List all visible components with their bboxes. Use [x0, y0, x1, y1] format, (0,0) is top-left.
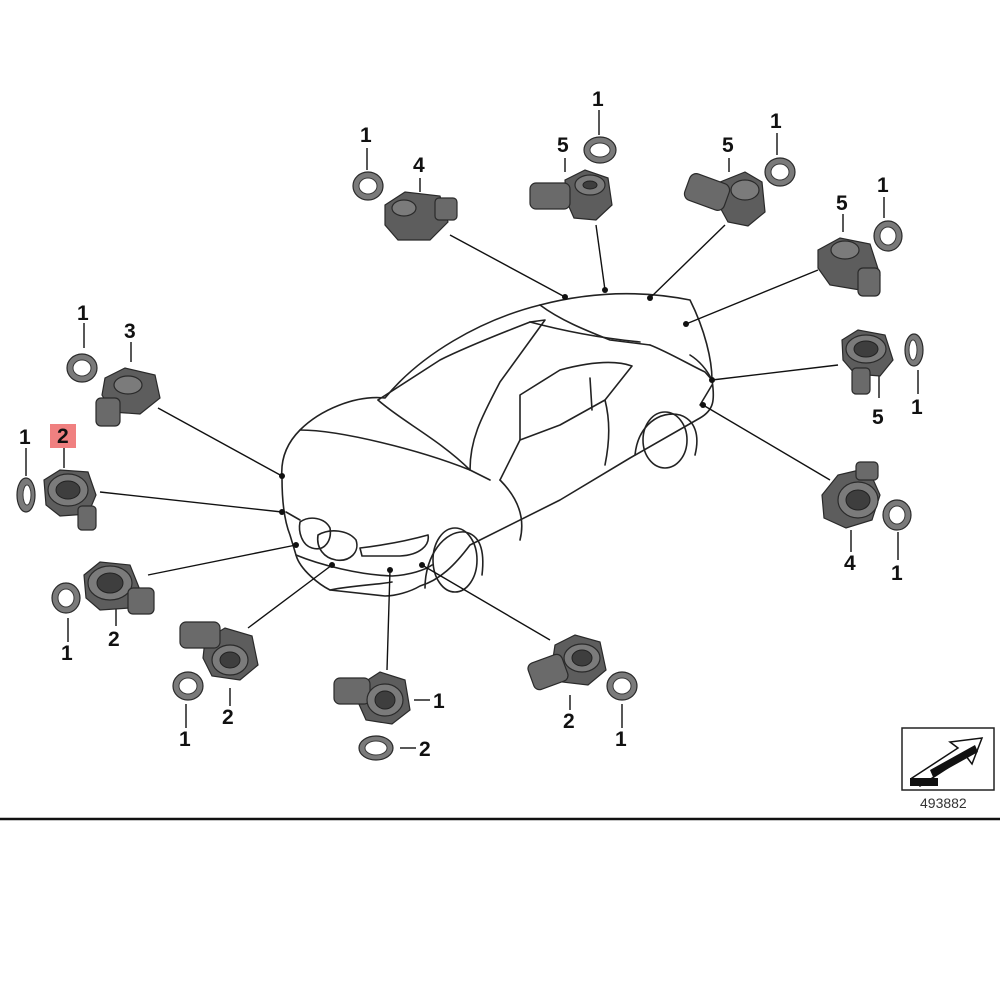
callout-label: 5 [557, 134, 569, 157]
callout-label: 5 [872, 406, 884, 429]
callout-label: 3 [124, 320, 136, 343]
callout-label: 1 [911, 396, 923, 419]
callout-label: 1 [770, 110, 782, 133]
sensor-parts [43, 169, 894, 725]
mounting-ring-icon [873, 220, 903, 252]
leader-lines [99, 224, 839, 671]
mounting-ring-icon [16, 477, 36, 513]
mounting-ring-icon [764, 157, 796, 187]
mounting-ring-icon [882, 499, 912, 531]
parking-sensor-icon [83, 561, 155, 615]
parking-sensor-icon [529, 169, 613, 221]
callout-label: 1 [360, 124, 372, 147]
mounting-ring-icon [358, 735, 394, 761]
connection-dots [279, 287, 715, 573]
car-outline [280, 292, 715, 597]
diagram-id-badge: 493882 [901, 727, 995, 811]
callout-label: 1 [61, 642, 73, 665]
callout-label: 1 [19, 426, 31, 449]
parking-sensor-icon [384, 191, 458, 241]
parking-sensor-icon [179, 621, 259, 681]
mounting-ring-icon [66, 353, 98, 383]
parking-sensor-highlighted-icon [43, 469, 97, 531]
callout-label: 4 [844, 552, 856, 575]
callout-label: 1 [891, 562, 903, 585]
callout-label: 2 [419, 738, 431, 761]
mounting-ring-icon [606, 671, 638, 701]
parking-sensor-icon [841, 329, 894, 395]
diagram-id: 493882 [920, 795, 967, 811]
callout-label: 1 [592, 88, 604, 111]
mounting-ring-icon [904, 333, 924, 367]
parking-sensor-icon [821, 461, 881, 529]
callout-label: 1 [877, 174, 889, 197]
mounting-ring-icon [51, 582, 81, 614]
callout-label: 1 [77, 302, 89, 325]
callout-label: 2 [222, 706, 234, 729]
highlighted-label-box [50, 424, 76, 448]
callout-label: 1 [179, 728, 191, 751]
label-ticks [25, 110, 919, 749]
callout-label: 5 [722, 134, 734, 157]
callout-label: 1 [615, 728, 627, 751]
mounting-ring-icon [583, 136, 617, 164]
highlighted-label: 2 [57, 425, 69, 448]
mounting-ring-icon [352, 171, 384, 201]
parking-sensor-icon [333, 671, 411, 725]
callout-labels: 1 4 1 5 5 1 5 1 1 3 1 2 5 1 1 4 1 1 2 2 … [19, 88, 923, 761]
mounting-ring-icon [172, 671, 204, 701]
parking-sensor-icon [683, 171, 766, 227]
parking-sensor-icon [95, 367, 161, 427]
callout-label: 5 [836, 192, 848, 215]
callout-label: 1 [433, 690, 445, 713]
callout-label: 2 [563, 710, 575, 733]
parking-sensor-icon [527, 634, 607, 691]
ring-parts [16, 136, 924, 761]
callout-label: 4 [413, 154, 425, 177]
callout-label: 2 [108, 628, 120, 651]
parking-sensor-icon [817, 237, 881, 297]
